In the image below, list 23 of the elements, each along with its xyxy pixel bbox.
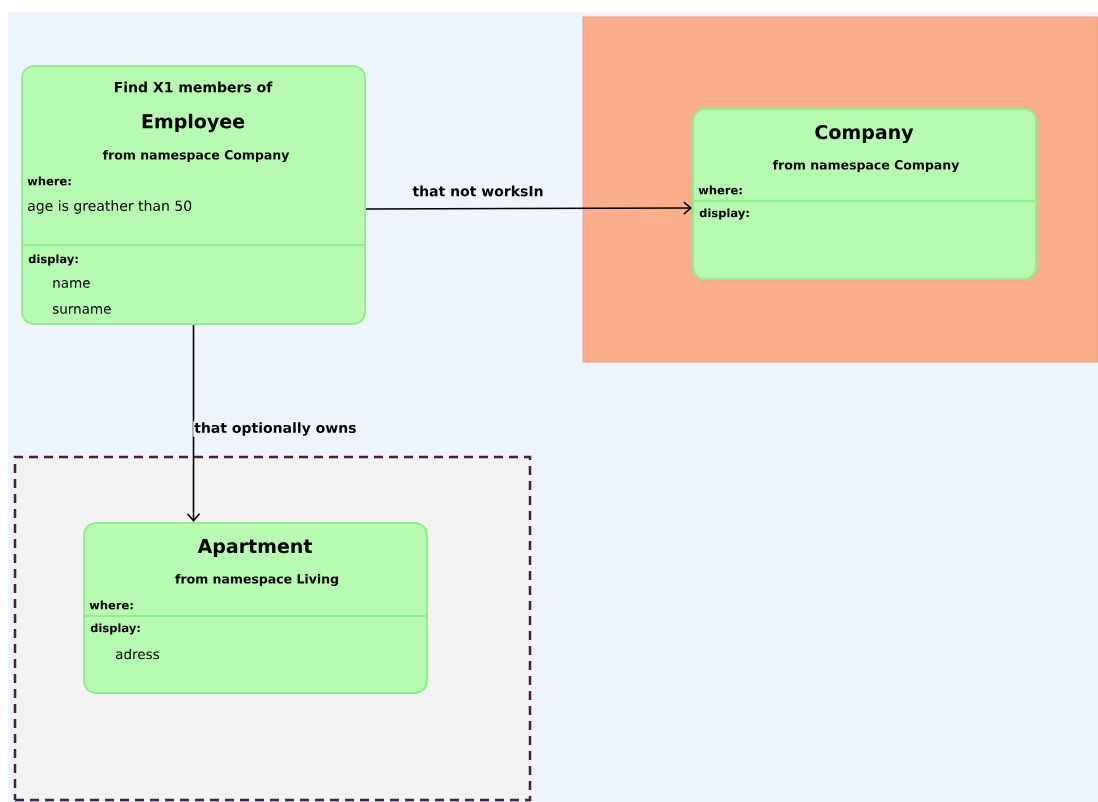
namespace-label: from namespace Company [772, 159, 960, 173]
entity-box [83, 522, 428, 694]
attribute-name: adress [116, 648, 160, 660]
arrow [365, 201, 692, 215]
namespace-label: from namespace Living [175, 573, 338, 587]
attribute-name: surname [52, 306, 111, 314]
section-label: where: [27, 176, 71, 186]
edge-label: that optionally owns [193, 421, 358, 437]
query-heading: Find X1 members of [114, 81, 273, 93]
arrow [186, 324, 201, 522]
section-label: display: [699, 208, 749, 220]
entity-box [21, 65, 366, 325]
entity-box [692, 108, 1037, 280]
section-label: where: [698, 185, 742, 195]
attribute-name: name [53, 280, 90, 288]
namespace-label: from namespace Company [102, 149, 290, 163]
condition-text: age is greather than 50 [28, 200, 192, 214]
section-label: display: [90, 623, 140, 635]
entity-name: Company [815, 124, 914, 144]
section-label: where: [89, 600, 133, 610]
entity-name: Employee [142, 113, 245, 133]
section-label: display: [28, 254, 78, 266]
entity-name: Apartment [197, 539, 312, 557]
